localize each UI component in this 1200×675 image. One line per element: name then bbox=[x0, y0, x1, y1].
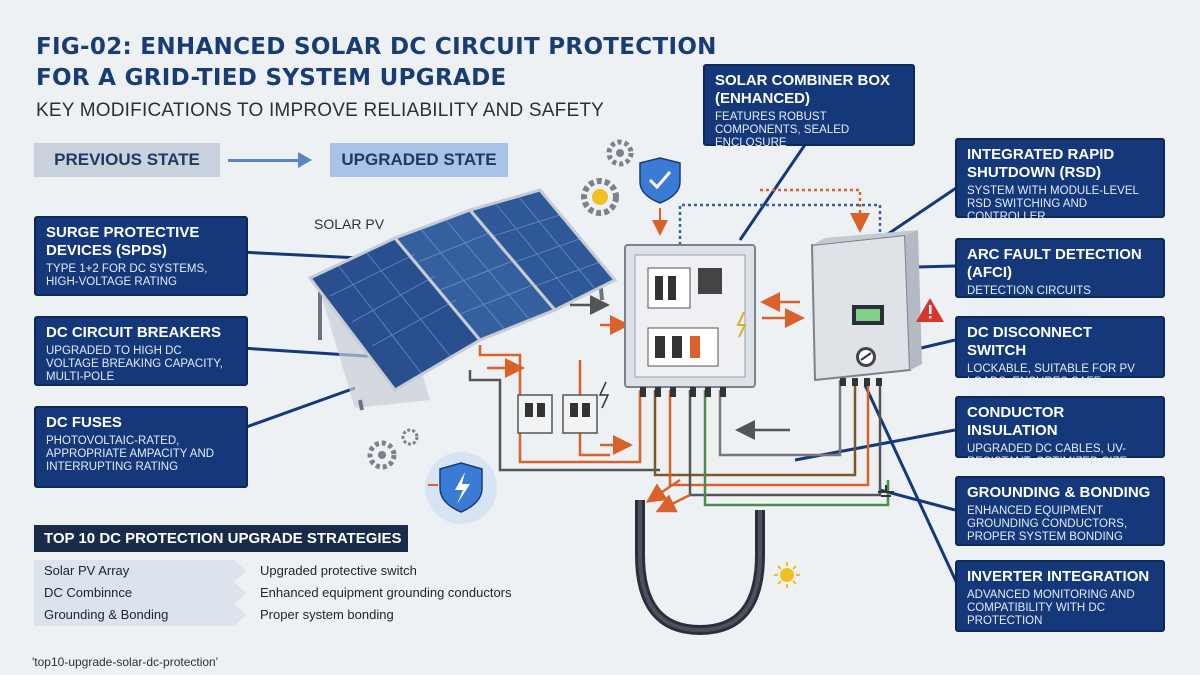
strategies-table-title: TOP 10 DC PROTECTION UPGRADE STRATEGIES bbox=[34, 525, 408, 552]
combiner-box bbox=[624, 244, 756, 397]
callout-surge-protective-devices: SURGE PROTECTIVE DEVICES (SPDs) TYPE 1+2… bbox=[34, 216, 248, 296]
callout-dc-circuit-breakers: DC CIRCUIT BREAKERS UPGRADED TO HIGH DC … bbox=[34, 316, 248, 386]
callout-grounding-bonding: GROUNDING & BONDING ENHANCED EQUIPMENT G… bbox=[955, 476, 1165, 546]
callout-description: UPGRADED TO HIGH DC VOLTAGE BREAKING CAP… bbox=[46, 345, 223, 383]
callout-dc-disconnect-switch: DC DISCONNECT SWITCH LOCKABLE, SUITABLE … bbox=[955, 316, 1165, 401]
callout-rapid-shutdown: INTEGRATED RAPID SHUTDOWN (RSD) SYSTEM W… bbox=[955, 138, 1165, 223]
callout-description: ADVANCED MONITORING AND COMPATIBILITY WI… bbox=[967, 589, 1135, 627]
table-cell-item: DC Combinnce bbox=[34, 582, 246, 604]
figure-caption: 'top10-upgrade-solar-dc-protection' bbox=[32, 655, 219, 669]
solar-pv-label: SOLAR PV bbox=[314, 216, 385, 232]
title-line-1: FIG-02: ENHANCED SOLAR DC CIRCUIT PROTEC… bbox=[36, 34, 717, 60]
callout-title: DC FUSES bbox=[46, 414, 122, 431]
callout-description: FEATURES ROBUST COMPONENTS, SEALED ENCLO… bbox=[715, 111, 850, 149]
gear-icon-bottom bbox=[367, 428, 419, 470]
callout-description: UPGRADED DC CABLES, UV-RESISTANT, OPTIMI… bbox=[967, 443, 1128, 468]
table-cell-detail: Enhanced equipment grounding conductors bbox=[260, 585, 512, 600]
table-cell-item: Solar PV Array bbox=[34, 560, 246, 582]
callout-title: SOLAR COMBINER BOX (ENHANCED) bbox=[715, 72, 891, 107]
callout-title: SURGE PROTECTIVE DEVICES (SPDs) bbox=[46, 224, 200, 259]
callout-title: DC CIRCUIT BREAKERS bbox=[46, 324, 222, 341]
callout-description: TYPE 1+2 FOR DC SYSTEMS, HIGH-VOLTAGE RA… bbox=[46, 263, 208, 288]
table-row: Solar PV Array Upgraded protective switc… bbox=[34, 560, 544, 582]
inverter-unit bbox=[810, 230, 922, 497]
callout-solar-combiner-box: SOLAR COMBINER BOX (ENHANCED) FEATURES R… bbox=[703, 64, 915, 149]
callout-conductor-insulation: CONDUCTOR INSULATION UPGRADED DC CABLES,… bbox=[955, 396, 1165, 468]
sun-icon bbox=[774, 562, 800, 588]
title-line-2: FOR A GRID-TIED SYSTEM UPGRADE bbox=[36, 65, 507, 91]
page-subtitle: KEY MODIFICATIONS TO IMPROVE RELIABILITY… bbox=[36, 100, 605, 121]
callout-title: CONDUCTOR INSULATION bbox=[967, 404, 1065, 439]
callout-title: GROUNDING & BONDING bbox=[967, 484, 1151, 501]
callout-dc-fuses: DC FUSES PHOTOVOLTAIC-RATED, APPROPRIATE… bbox=[34, 406, 248, 488]
gear-icon-top bbox=[606, 139, 634, 167]
disconnect-knob-icon bbox=[859, 350, 873, 364]
callout-description: ENHANCED EQUIPMENT GROUNDING CONDUCTORS,… bbox=[967, 505, 1128, 543]
callout-description: PHOTOVOLTAIC-RATED, APPROPRIATE AMPACITY… bbox=[46, 435, 215, 473]
state-arrow bbox=[228, 152, 312, 168]
dc-breaker-units bbox=[517, 381, 610, 434]
callout-title: INTEGRATED RAPID SHUTDOWN (RSD) bbox=[967, 146, 1115, 181]
shield-check-icon bbox=[639, 157, 681, 236]
callout-description: SYSTEM WITH MODULE-LEVEL RSD SWITCHING A… bbox=[967, 185, 1139, 223]
sun-gear-icon bbox=[581, 178, 619, 216]
lightning-shield-icon bbox=[425, 452, 497, 524]
pv-array bbox=[307, 188, 618, 411]
callout-arc-fault-detection: ARC FAULT DETECTION (AFCI) DETECTION CIR… bbox=[955, 238, 1165, 323]
table-row: Grounding & Bonding Proper system bondin… bbox=[34, 604, 544, 626]
upgraded-state-label: UPGRADED STATE bbox=[330, 143, 508, 177]
callout-title: INVERTER INTEGRATION bbox=[967, 568, 1150, 585]
dc-wiring bbox=[468, 188, 890, 636]
callout-inverter-integration: INVERTER INTEGRATION ADVANCED MONITORING… bbox=[955, 560, 1165, 632]
table-cell-detail: Proper system bonding bbox=[260, 607, 394, 622]
callout-title: DC DISCONNECT SWITCH bbox=[967, 324, 1093, 359]
previous-state-label: PREVIOUS STATE bbox=[34, 143, 220, 177]
warning-icon bbox=[916, 298, 944, 322]
callout-title: ARC FAULT DETECTION (AFCI) bbox=[967, 246, 1142, 281]
table-cell-item: Grounding & Bonding bbox=[34, 604, 246, 626]
table-cell-detail: Upgraded protective switch bbox=[260, 563, 417, 578]
page-title: FIG-02: ENHANCED SOLAR DC CIRCUIT PROTEC… bbox=[36, 32, 717, 94]
table-row: DC Combinnce Enhanced equipment groundin… bbox=[34, 582, 544, 604]
